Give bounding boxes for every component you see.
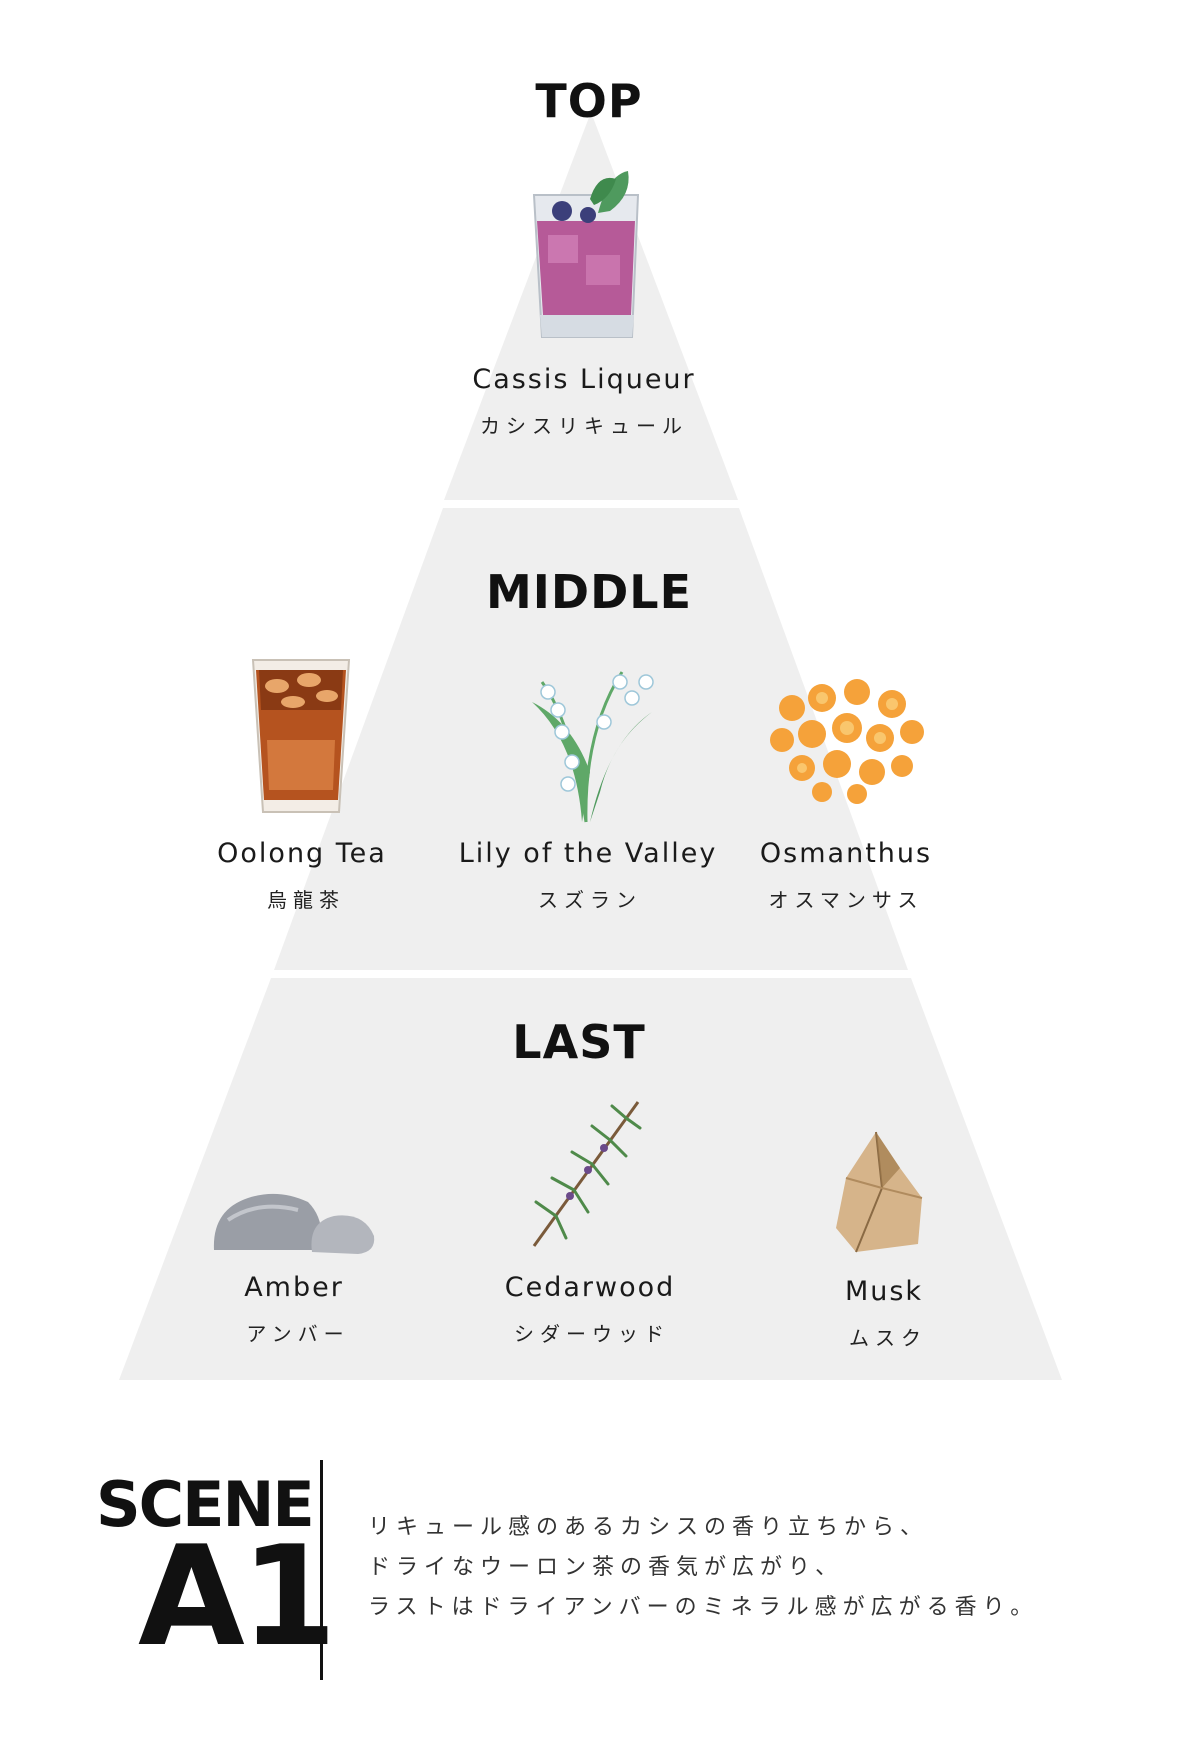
pyramid-middle-tier [274, 508, 908, 970]
scene-description-line: リキュール感のあるカシスの香り立ちから、 [368, 1515, 929, 1540]
osmanthus-flowers-icon [762, 668, 932, 810]
oolong-tea-glass-icon [247, 650, 355, 820]
tier-title-last: LAST [512, 1015, 646, 1069]
cassis-glass-icon [528, 165, 646, 345]
note-jp-lily-of-the-valley: スズラン [538, 888, 642, 912]
pyramid-last-tier [119, 978, 1062, 1380]
note-jp-amber: アンバー [246, 1322, 350, 1346]
note-name-amber: Amber [244, 1272, 344, 1303]
note-name-oolong-tea: Oolong Tea [217, 838, 387, 869]
crystal-icon [826, 1128, 928, 1256]
scene-divider [320, 1460, 323, 1680]
note-name-lily-of-the-valley: Lily of the Valley [458, 838, 718, 869]
note-jp-osmanthus: オスマンサス [768, 888, 924, 912]
note-name-osmanthus: Osmanthus [759, 838, 933, 869]
cedar-sprig-icon [526, 1098, 646, 1250]
scene-description-line: ラストはドライアンバーのミネラル感が広がる香り。 [368, 1595, 1039, 1620]
note-jp-cassis: カシスリキュール [480, 414, 688, 438]
tier-title-middle: MIDDLE [486, 565, 692, 619]
tier-title-top: TOP [535, 74, 643, 128]
stones-icon [208, 1180, 378, 1260]
scene-label: SCENE [96, 1468, 315, 1541]
note-jp-oolong-tea: 烏龍茶 [267, 888, 345, 912]
note-name-cedarwood: Cedarwood [504, 1272, 676, 1303]
lily-of-the-valley-icon [512, 652, 672, 824]
fragrance-pyramid [119, 112, 1062, 1380]
note-name-musk: Musk [844, 1276, 924, 1307]
note-name-cassis: Cassis Liqueur [472, 364, 696, 395]
note-jp-musk: ムスク [849, 1326, 927, 1350]
scene-code: A1 [138, 1516, 337, 1677]
note-jp-cedarwood: シダーウッド [514, 1322, 670, 1346]
scene-description-line: ドライなウーロン茶の香気が広がり、 [368, 1555, 844, 1580]
scene-description: リキュール感のあるカシスの香り立ちから、 ドライなウーロン茶の香気が広がり、 ラ… [368, 1508, 1038, 1628]
